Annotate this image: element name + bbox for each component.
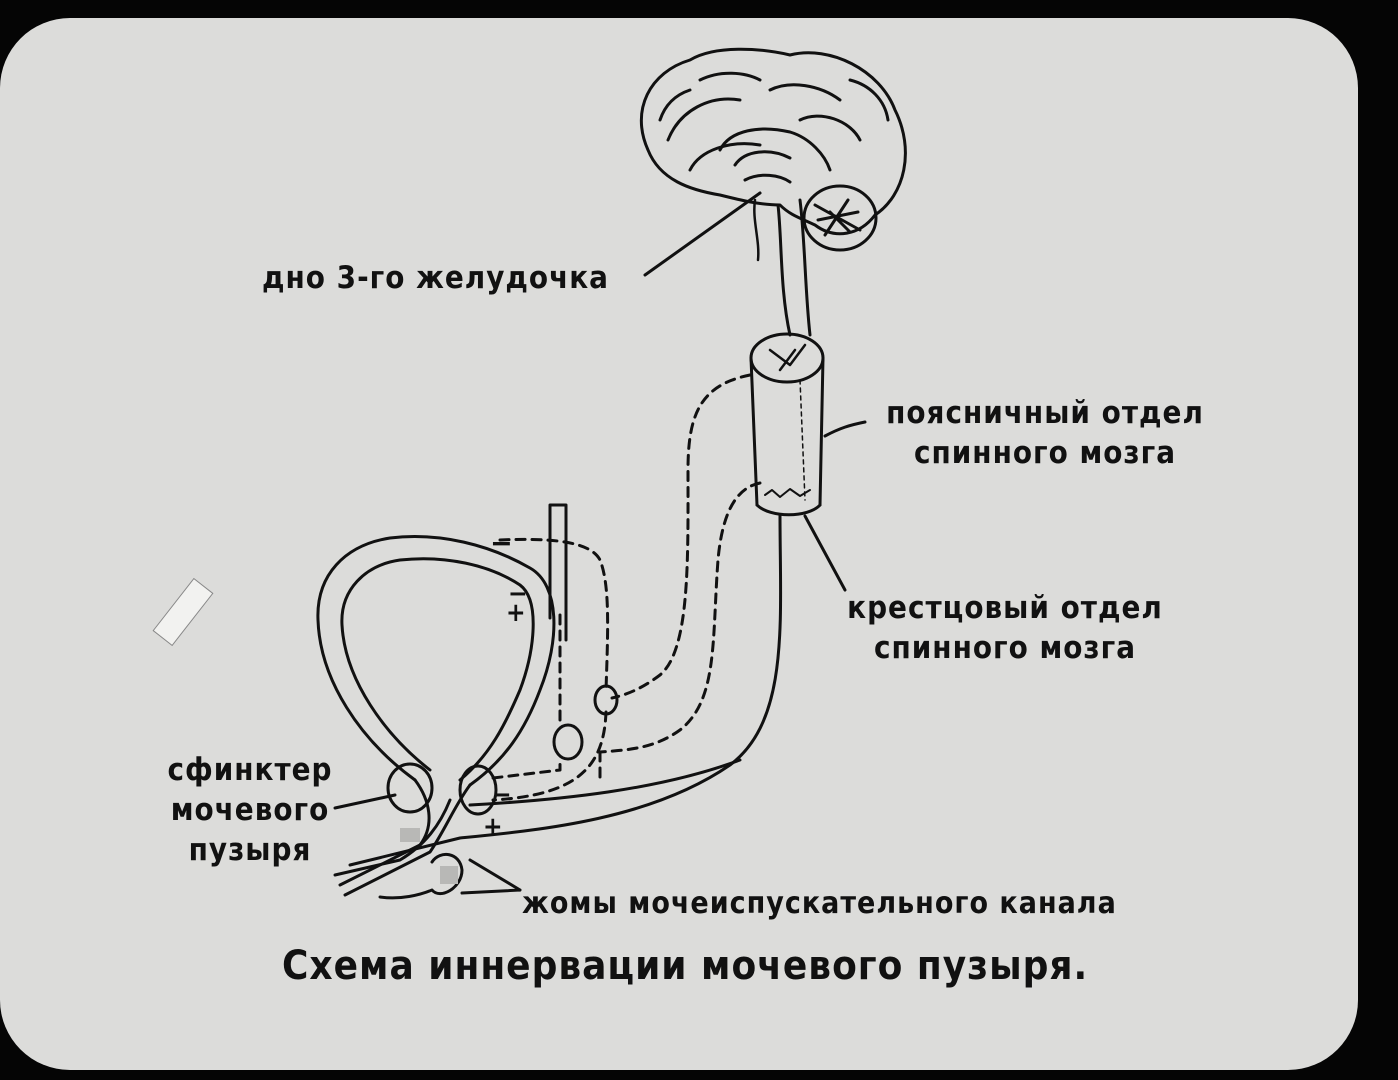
label-lumbar-line1: поясничный отдел (886, 395, 1204, 431)
label-lumbar-line2: спинного мозга (913, 435, 1177, 471)
label-sphincter: сфинктер мочевого пузыря (150, 750, 350, 870)
ganglion-upper (593, 684, 619, 716)
sign-minus-mid: − (508, 579, 529, 609)
chalk-mark (152, 577, 214, 647)
spinal-segment (749, 332, 825, 517)
leader-lines (333, 191, 867, 895)
label-third-ventricle: дно 3-го желудочка (262, 260, 609, 296)
nerve-dashed (491, 373, 762, 802)
diagram-slide: − − + − + дно 3-го желудочка поясничный … (0, 18, 1358, 1070)
bladder (316, 503, 568, 897)
label-sacral-line1: крестцовый отдел (847, 590, 1163, 626)
label-urethra-muscles: жомы мочеиспускательного канала (522, 886, 1117, 921)
sphincter-left (386, 762, 434, 814)
spinal-cord (776, 198, 812, 337)
urethra-sphincter (378, 853, 464, 900)
sign-plus-low: + (483, 812, 504, 842)
sphincter-right (458, 764, 498, 816)
sign-minus-low: − (492, 780, 513, 810)
label-sphincter-line1: сфинктер (167, 752, 333, 788)
brain-outline (639, 47, 907, 236)
label-sphincter-line3: пузыря (188, 832, 312, 868)
cerebellum (802, 184, 878, 252)
sign-minus-top: − (490, 526, 514, 561)
sign-plus-mid: + (506, 598, 527, 628)
label-sphincter-line2: мочевого (170, 792, 330, 828)
label-sacral: крестцовый отдел спинного мозга (830, 588, 1180, 668)
label-sacral-line2: спинного мозга (873, 630, 1137, 666)
label-lumbar: поясничный отдел спинного мозга (870, 393, 1220, 473)
ganglion-lower (552, 723, 584, 761)
innervation-illustration (152, 47, 907, 900)
diagram-title: Схема иннервации мочевого пузыря. (282, 943, 1089, 989)
